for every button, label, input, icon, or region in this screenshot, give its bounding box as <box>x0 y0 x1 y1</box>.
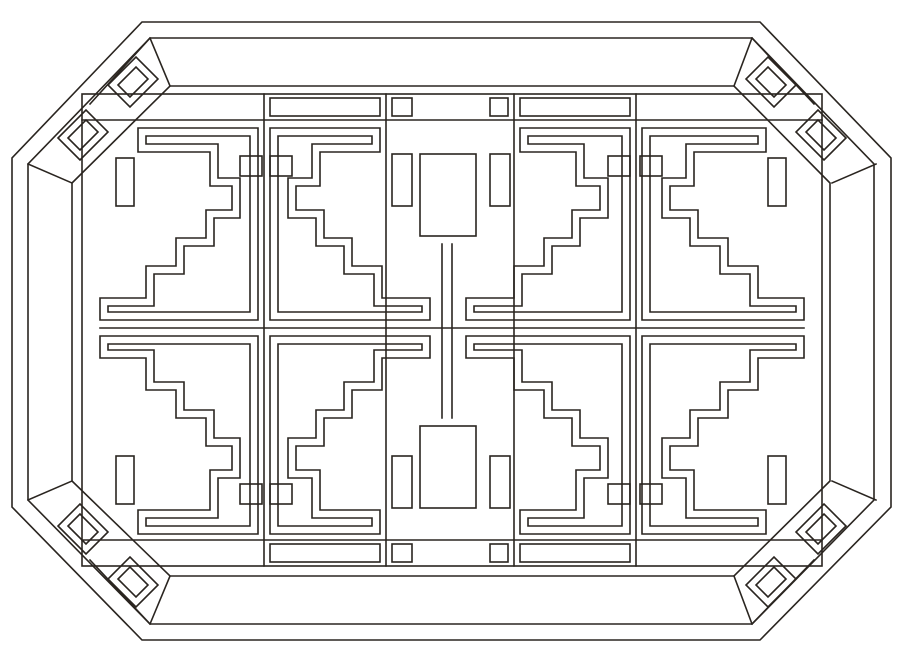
fret-upper-mid-left-outer <box>269 127 431 321</box>
bottom-long-panel-right <box>519 543 631 563</box>
fret-lower-left-inner <box>107 343 251 527</box>
inner-slot <box>391 153 413 207</box>
corner-medallions <box>26 36 878 626</box>
medallion-tile <box>106 55 160 109</box>
medallion-slot <box>116 65 150 99</box>
small-square <box>239 155 263 177</box>
medallion-slot <box>754 565 788 599</box>
side-slot <box>767 157 787 207</box>
fret-lower-left-outer <box>99 335 259 535</box>
bottom-long-panel-left <box>269 543 381 563</box>
small-square <box>639 155 663 177</box>
small-square <box>607 155 631 177</box>
fret-upper-right-outer <box>641 127 805 321</box>
frame-miter-br <box>732 574 754 626</box>
fret-lower-mid-left-outer <box>269 335 431 535</box>
fret-upper-right-inner <box>649 135 797 313</box>
top-square <box>489 97 509 117</box>
medallion-slot <box>66 512 100 546</box>
fret-upper-left-outer <box>99 127 259 321</box>
side-slot <box>767 455 787 505</box>
medallion-slot <box>116 565 150 599</box>
small-square <box>639 483 663 505</box>
medallion-tile <box>744 555 798 609</box>
frame-mid-edge <box>27 37 875 625</box>
small-square <box>239 483 263 505</box>
medallion-top-right <box>744 36 878 185</box>
medallion-tile <box>744 55 798 109</box>
small-square <box>607 483 631 505</box>
medallion-tile <box>56 108 110 162</box>
top-long-panel-right <box>519 97 631 117</box>
top-square <box>391 97 413 117</box>
medallion-tile <box>794 502 848 556</box>
frame-miter-bl <box>148 574 172 626</box>
fret-lower-right-inner <box>649 343 797 527</box>
medallion-slot <box>66 118 100 152</box>
medallion-slot <box>804 118 838 152</box>
frame-miter-tr <box>732 36 754 88</box>
inner-lattice-border <box>81 93 823 567</box>
inner-slot <box>489 455 511 509</box>
frame-outer-edge <box>11 21 892 641</box>
fret-upper-mid-left-inner <box>277 135 423 313</box>
medallion-slot <box>754 65 788 99</box>
fret-upper-mid-right-inner <box>473 135 623 313</box>
inner-slot <box>489 153 511 207</box>
center-upper-panel <box>419 153 477 237</box>
bottom-square <box>489 543 509 563</box>
fret-lower-mid-left-inner <box>277 343 423 527</box>
medallion-tile <box>106 555 160 609</box>
inner-slot <box>391 455 413 509</box>
small-square <box>269 483 293 505</box>
fret-lower-mid-right-outer <box>465 335 631 535</box>
frame-miter-tl <box>148 36 172 88</box>
top-long-panel-left <box>269 97 381 117</box>
frame-inner-edge <box>71 85 831 577</box>
medallion-tile <box>794 108 848 162</box>
stepped-fret-motifs <box>99 127 805 535</box>
fret-upper-left-inner <box>107 135 251 313</box>
lattice-grid <box>81 93 823 567</box>
side-slot <box>115 157 135 207</box>
side-slot <box>115 455 135 505</box>
center-lower-panel <box>419 425 477 509</box>
fret-lower-mid-right-inner <box>473 343 623 527</box>
bottom-square <box>391 543 413 563</box>
outer-frame <box>11 21 892 641</box>
small-square <box>269 155 293 177</box>
medallion-slot <box>804 512 838 546</box>
medallion-bottom-left <box>26 479 160 626</box>
fret-lower-right-outer <box>641 335 805 535</box>
medallion-top-left <box>26 36 160 185</box>
fret-upper-mid-right-outer <box>465 127 631 321</box>
medallion-bottom-right <box>744 479 878 626</box>
medallion-tile <box>56 502 110 556</box>
